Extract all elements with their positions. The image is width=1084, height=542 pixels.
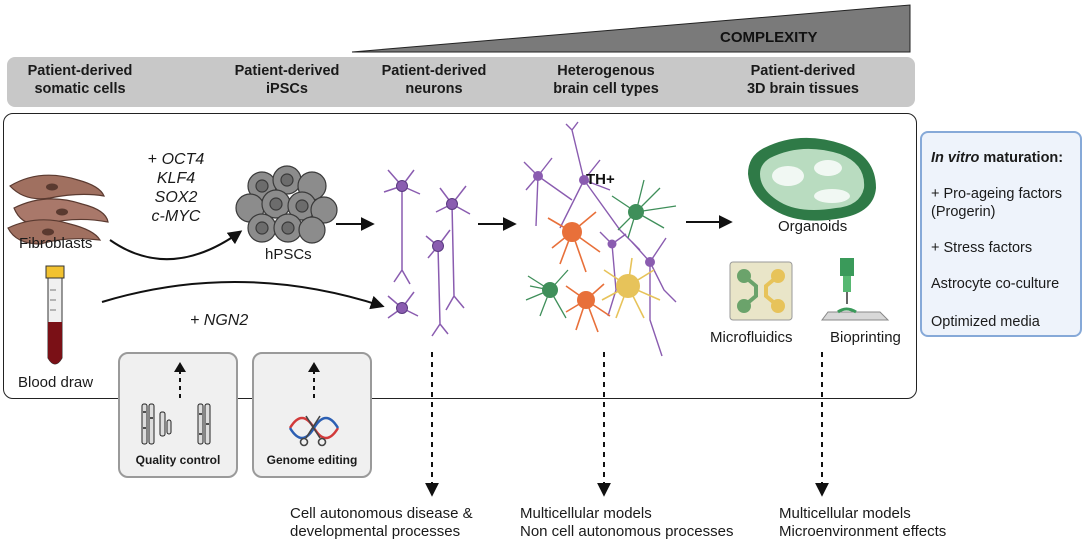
maturation-title: In vitro maturation: bbox=[931, 150, 1064, 166]
microfluidics-chip-icon bbox=[729, 261, 793, 321]
bioprinting-label: Bioprinting bbox=[830, 329, 901, 346]
ngn2-label: + NGN2 bbox=[190, 312, 249, 329]
dna-scissors-icon bbox=[288, 362, 340, 447]
complexity-label: COMPLEXITY bbox=[720, 29, 818, 46]
organoids-label: Organoids bbox=[778, 218, 848, 235]
genome-editing-box: Genome editing bbox=[252, 352, 372, 478]
maturation-item: Astrocyte co-culture bbox=[931, 276, 1060, 292]
maturation-item: + Pro-ageing factors bbox=[931, 186, 1062, 202]
fibroblasts-label: Fibroblasts bbox=[19, 235, 93, 252]
quality-control-label: Quality control bbox=[135, 453, 221, 467]
blood-tube-icon bbox=[45, 265, 65, 365]
outcome-cell-autonomous: Cell autonomous disease &developmental p… bbox=[290, 505, 473, 540]
maturation-item: + Stress factors bbox=[931, 240, 1033, 256]
stage-header-band bbox=[7, 57, 915, 107]
blood-draw-label: Blood draw bbox=[18, 374, 94, 391]
maturation-item: (Progerin) bbox=[931, 204, 996, 220]
microfluidics-label: Microfluidics bbox=[710, 329, 793, 346]
brain-cell-cluster-icon: TH+ bbox=[523, 121, 677, 357]
quality-control-box: Quality control bbox=[118, 352, 238, 478]
in-vitro-maturation-panel: In vitro maturation: + Pro-ageing factor… bbox=[920, 131, 1082, 337]
organoid-icon bbox=[748, 137, 876, 221]
neurons-icon bbox=[383, 169, 471, 337]
bioprinter-icon bbox=[821, 258, 890, 321]
th-plus-label: TH+ bbox=[586, 171, 615, 188]
reprogramming-factors: + OCT4 KLF4 SOX2 c-MYC bbox=[147, 151, 205, 225]
hpsc-cluster-icon bbox=[235, 165, 338, 244]
genome-editing-label: Genome editing bbox=[266, 453, 358, 467]
main-frame bbox=[3, 113, 917, 399]
fibroblasts-icon bbox=[7, 174, 109, 245]
complexity-wedge: COMPLEXITY bbox=[351, 4, 911, 53]
maturation-item: Optimized media bbox=[931, 314, 1040, 330]
hpscs-label: hPSCs bbox=[265, 246, 312, 263]
chromosome-icon bbox=[141, 362, 211, 445]
